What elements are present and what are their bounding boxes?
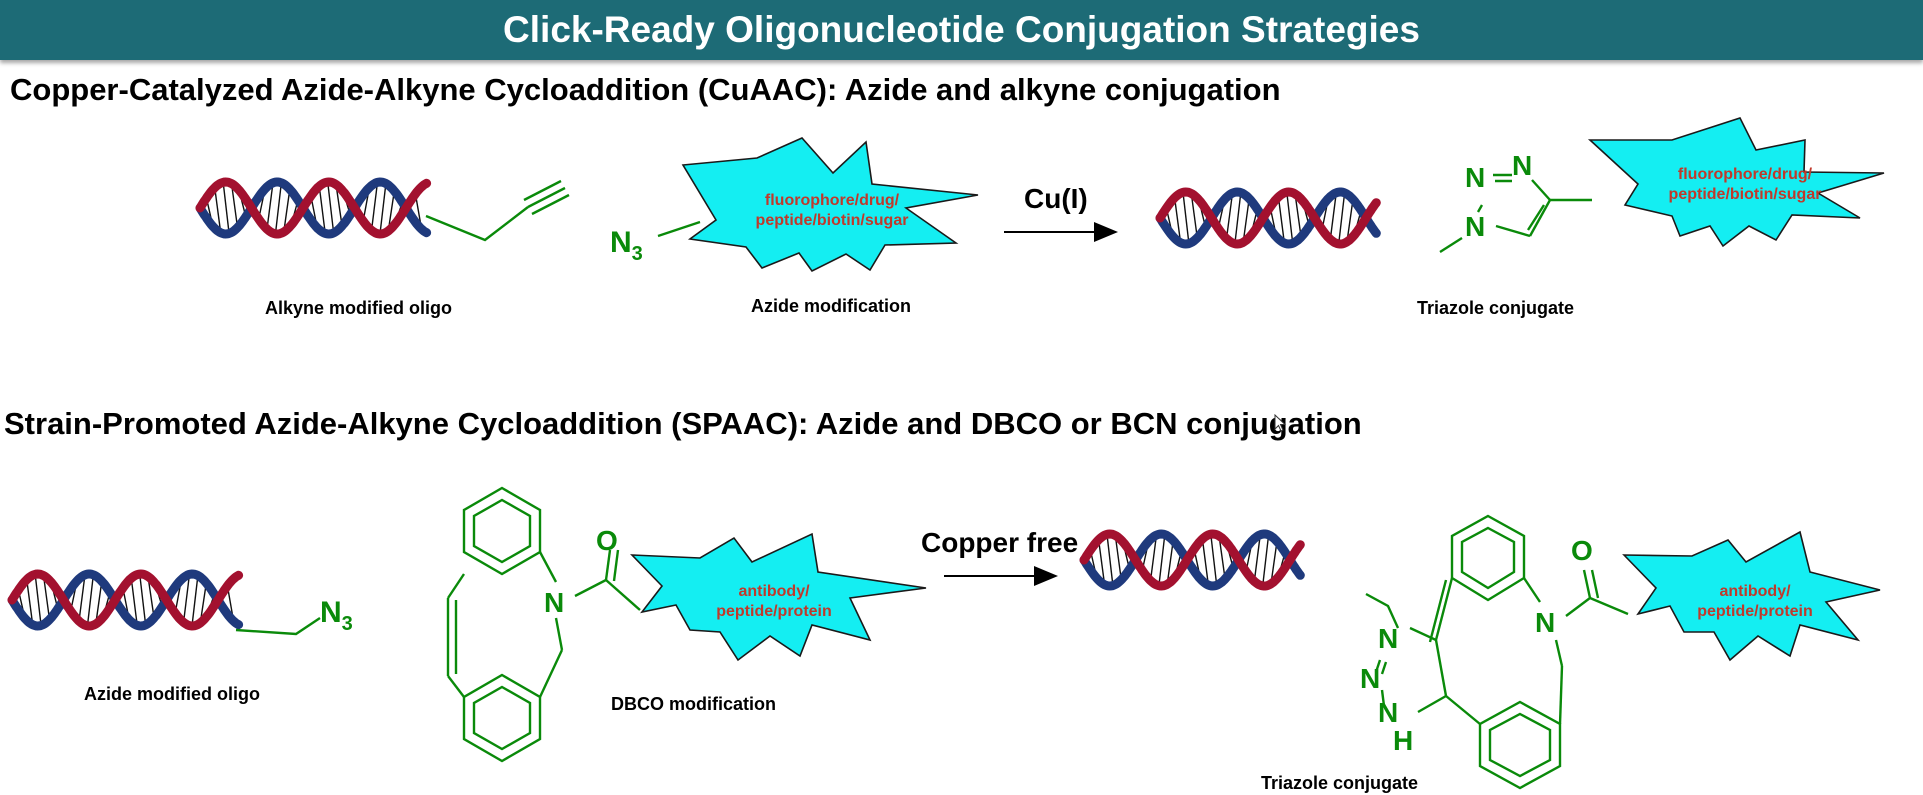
product-structure bbox=[1374, 514, 1629, 790]
triazole-n3: N bbox=[1465, 211, 1485, 242]
product-n2: N bbox=[1360, 663, 1380, 694]
base-pair-rung bbox=[130, 576, 138, 624]
base-pair-rung bbox=[370, 183, 379, 233]
base-pair-rung bbox=[1286, 191, 1294, 245]
payload-starburst bbox=[1587, 117, 1885, 248]
base-pair-rung bbox=[1182, 191, 1190, 245]
base-pair-rung bbox=[1253, 536, 1261, 584]
payload-label-line2: peptide/biotin/sugar bbox=[1669, 186, 1822, 203]
base-pair-rung bbox=[139, 574, 147, 626]
base-pair-rung bbox=[1210, 533, 1218, 587]
base-pair-rung bbox=[1106, 533, 1114, 587]
dna-strand-red bbox=[1155, 187, 1381, 249]
base-pair-rung bbox=[191, 574, 199, 626]
triazole-linker bbox=[1439, 236, 1463, 254]
payload-label-line1: antibody/ bbox=[1719, 583, 1791, 600]
azide-bond bbox=[657, 220, 701, 238]
payload-starburst bbox=[1622, 530, 1881, 662]
page-title: Click-Ready Oligonucleotide Conjugation … bbox=[503, 9, 1420, 50]
product-n1: N bbox=[1378, 623, 1398, 654]
payload-label-line2: peptide/protein bbox=[716, 603, 832, 620]
cuaac-oligo-caption: Alkyne modified oligo bbox=[265, 298, 453, 318]
payload-label-line2: peptide/biotin/sugar bbox=[756, 212, 909, 229]
dbco-n-atom: N bbox=[544, 587, 564, 618]
dna-helix bbox=[1079, 529, 1305, 591]
triazole-ring bbox=[1476, 173, 1592, 238]
base-pair-rung bbox=[1329, 194, 1337, 242]
cuaac-reagent-label: Cu(I) bbox=[1024, 183, 1088, 214]
dna-strand-blue bbox=[7, 569, 244, 631]
payload-label-line1: antibody/ bbox=[738, 583, 810, 600]
base-pair-rung bbox=[1234, 191, 1242, 245]
dna-helix bbox=[7, 569, 244, 631]
payload-starburst bbox=[681, 137, 979, 273]
dna-helix bbox=[1155, 187, 1381, 249]
triazole-n2: N bbox=[1512, 150, 1532, 181]
dna-strand-red bbox=[1079, 529, 1305, 591]
payload-starburst bbox=[630, 532, 927, 662]
triazole-n1: N bbox=[1465, 162, 1485, 193]
base-pair-rung bbox=[1337, 192, 1346, 244]
base-pair-rung bbox=[318, 184, 326, 232]
azide-linker bbox=[235, 617, 321, 636]
azide-group: N3 bbox=[320, 596, 353, 635]
cuaac-product-caption: Triazole conjugate bbox=[1417, 298, 1575, 318]
product-amide-n: N bbox=[1535, 607, 1555, 638]
product-n3: N bbox=[1378, 697, 1398, 728]
base-pair-rung bbox=[34, 573, 42, 627]
dna-helix bbox=[195, 177, 432, 239]
base-pair-rung bbox=[327, 182, 335, 234]
payload-label-line1: fluorophore/drug/ bbox=[1678, 166, 1813, 183]
header-banner bbox=[0, 0, 1923, 60]
base-pair-rung bbox=[222, 181, 230, 235]
base-pair-rung bbox=[1158, 533, 1166, 587]
product-o-atom: O bbox=[1571, 535, 1593, 566]
cuaac-section-title: Copper-Catalyzed Azide-Alkyne Cycloaddit… bbox=[10, 72, 1281, 107]
dbco-structure bbox=[446, 486, 641, 763]
cuaac-modification-caption: Azide modification bbox=[751, 296, 912, 316]
dna-strand-red bbox=[7, 569, 244, 631]
spaac-product-caption: Triazole conjugate bbox=[1261, 773, 1419, 793]
spaac-modification-caption: DBCO modification bbox=[611, 694, 776, 714]
base-pair-rung bbox=[1261, 534, 1270, 586]
base-pair-rung bbox=[274, 181, 283, 235]
alkyne-linker bbox=[425, 179, 570, 242]
spaac-section-title: Strain-Promoted Azide-Alkyne Cycloadditi… bbox=[4, 406, 1362, 441]
mouse-cursor-icon bbox=[1274, 414, 1287, 432]
spaac-reagent-label: Copper free bbox=[921, 527, 1079, 558]
azide-group: N3 bbox=[610, 226, 643, 265]
base-pair-rung bbox=[379, 182, 387, 234]
payload-label-line1: fluorophore/drug/ bbox=[765, 192, 900, 209]
dna-strand-blue bbox=[1155, 187, 1381, 249]
product-h-atom: H bbox=[1393, 725, 1413, 756]
payload-label-line2: peptide/protein bbox=[1697, 603, 1813, 620]
base-pair-rung bbox=[86, 573, 95, 627]
spaac-oligo-caption: Azide modified oligo bbox=[84, 684, 260, 704]
base-pair-rung bbox=[182, 575, 191, 625]
dna-strand-red bbox=[195, 177, 432, 239]
triazole-linker bbox=[1365, 592, 1400, 629]
dna-strand-blue bbox=[195, 177, 432, 239]
dna-strand-blue bbox=[1079, 529, 1305, 591]
dbco-o-atom: O bbox=[596, 525, 618, 556]
